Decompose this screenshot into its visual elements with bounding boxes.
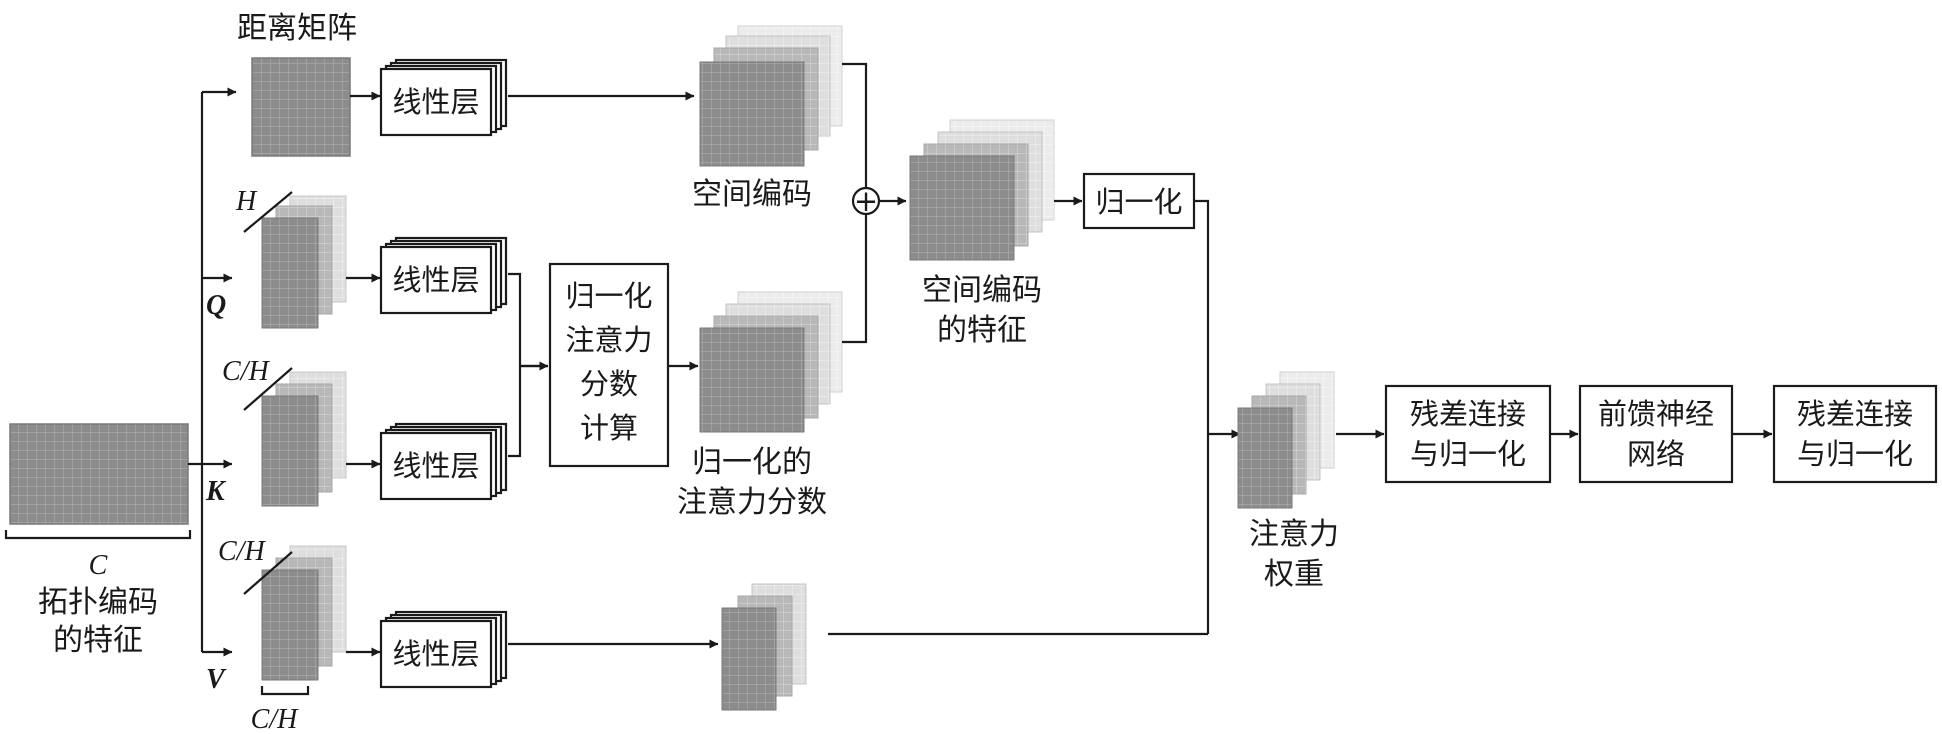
- feedforward-box-line-2: 网络: [1627, 437, 1685, 471]
- k-dim-slash: [243, 367, 293, 411]
- spatial-encoding-label: 空间编码: [692, 177, 812, 212]
- linear-layer-k: 线性层: [379, 422, 508, 501]
- spatial-encoded-feature-label-1: 空间编码: [922, 273, 1042, 308]
- v-label: V: [206, 664, 227, 695]
- distance-matrix-grid: [251, 57, 351, 157]
- scores-to-sum-line: [842, 214, 868, 344]
- linear-layer-v: 线性层: [379, 610, 508, 689]
- sum-symbol: +: [854, 184, 878, 218]
- v-width-bracket: [260, 686, 310, 696]
- v-dim-slash: [243, 551, 293, 595]
- linear-layer-q: 线性层: [379, 236, 508, 315]
- spatial-to-sum-line: [842, 62, 868, 188]
- spatial-encoded-feature-label-2: 的特征: [937, 313, 1027, 348]
- v-width-label: C/H: [251, 704, 299, 734]
- attention-score-line-3: 分数: [580, 367, 638, 401]
- residual-norm-box-2-line-2: 与归一化: [1797, 437, 1913, 471]
- linear-layer-v-label: 线性层: [392, 637, 479, 671]
- residual-norm-box-2: [1772, 384, 1938, 484]
- topology-width-bracket: [4, 530, 192, 540]
- attention-weight-label-1: 注意力: [1249, 517, 1339, 552]
- residual-norm-box-1-line-2: 与归一化: [1410, 437, 1526, 471]
- normalize-box-label: 归一化: [1095, 185, 1182, 219]
- topology-feature-grid: [9, 423, 189, 525]
- normalize-to-attention-line: [1194, 199, 1210, 634]
- feedforward-box-line-1: 前馈神经: [1598, 397, 1714, 431]
- topology-feature-label-1: 拓扑编码: [38, 585, 158, 620]
- linear-layer-q-label: 线性层: [392, 263, 479, 297]
- topology-width-symbol: C: [89, 550, 108, 581]
- q-label: Q: [206, 290, 226, 321]
- linear-layer-distance: 线性层: [379, 58, 508, 137]
- attention-score-line-2: 注意力: [565, 323, 652, 357]
- attention-score-line-1: 归一化: [565, 279, 652, 313]
- sum-node: +: [851, 184, 881, 218]
- linear-layer-k-label: 线性层: [392, 449, 479, 483]
- input-trunk-line: [188, 92, 204, 652]
- q-dim-label: H: [235, 186, 258, 217]
- k-label: K: [205, 476, 227, 507]
- v-projection-stack: [721, 583, 807, 711]
- residual-norm-box-2-line-1: 残差连接: [1797, 397, 1913, 431]
- linear-layer-distance-label: 线性层: [392, 85, 479, 119]
- topology-feature-label-2: 的特征: [53, 623, 143, 658]
- distance-matrix-label: 距离矩阵: [237, 11, 357, 46]
- normalized-scores-label-1: 归一化的: [692, 445, 812, 480]
- q-dim-slash: [243, 191, 293, 233]
- v-head-stack: [261, 545, 347, 681]
- attention-weight-label-2: 权重: [1264, 557, 1324, 592]
- normalize-box: [1082, 172, 1196, 230]
- q-head-stack: [261, 195, 347, 329]
- normalized-scores-stack: [699, 291, 843, 433]
- spatial-encoding-stack: [699, 25, 843, 167]
- residual-norm-box-1-line-1: 残差连接: [1410, 397, 1526, 431]
- attention-score-line-4: 计算: [580, 411, 638, 445]
- k-head-stack: [261, 371, 347, 507]
- attention-weight-stack: [1237, 371, 1335, 509]
- normalized-scores-label-2: 注意力分数: [677, 485, 827, 520]
- spatial-encoded-feature-stack: [909, 119, 1055, 261]
- v-dim-label: C/H: [218, 536, 266, 567]
- feedforward-box: [1578, 384, 1734, 484]
- k-dim-label: C/H: [222, 356, 270, 387]
